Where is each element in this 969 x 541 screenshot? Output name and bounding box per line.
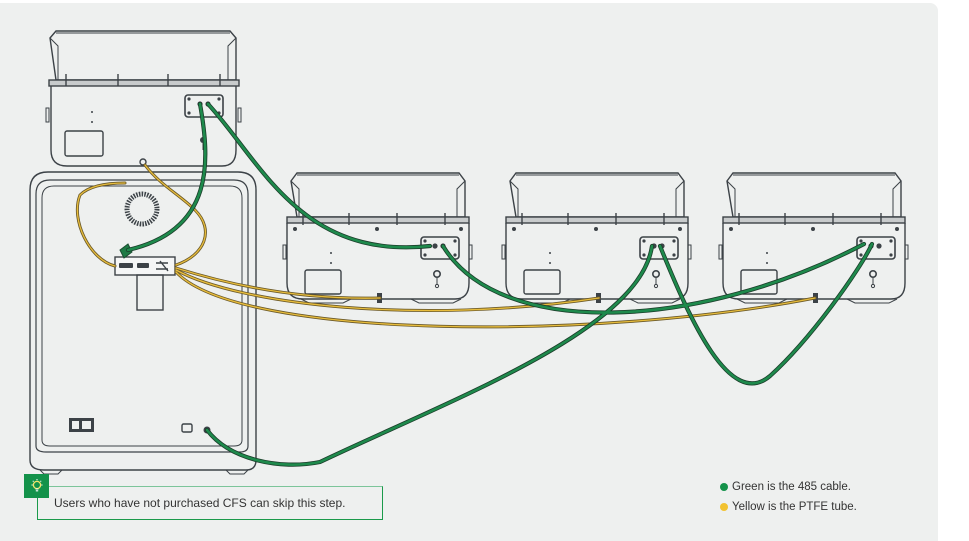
filament-buffer-hub [114, 243, 176, 311]
legend-label: Green is the 485 cable. [732, 481, 851, 493]
legend-item-yellow: Yellow is the PTFE tube. [720, 497, 857, 517]
ptfe-tubes [75, 163, 817, 329]
tip-text: Users who have not purchased CFS can ski… [54, 496, 346, 510]
yellow-dot-icon [720, 503, 728, 511]
cfs-unit-top [45, 30, 242, 167]
cfs-unit-1 [282, 172, 473, 304]
cfs-unit-3 [718, 172, 909, 304]
legend: Green is the 485 cable. Yellow is the PT… [720, 477, 857, 517]
tip-box: Users who have not purchased CFS can ski… [37, 486, 383, 520]
lightbulb-icon [24, 474, 49, 498]
green-dot-icon [720, 483, 728, 491]
cfs-unit-2 [501, 172, 692, 304]
legend-item-green: Green is the 485 cable. [720, 477, 857, 497]
printer-body [29, 171, 257, 475]
485-cables [125, 101, 875, 467]
legend-label: Yellow is the PTFE tube. [732, 501, 857, 513]
